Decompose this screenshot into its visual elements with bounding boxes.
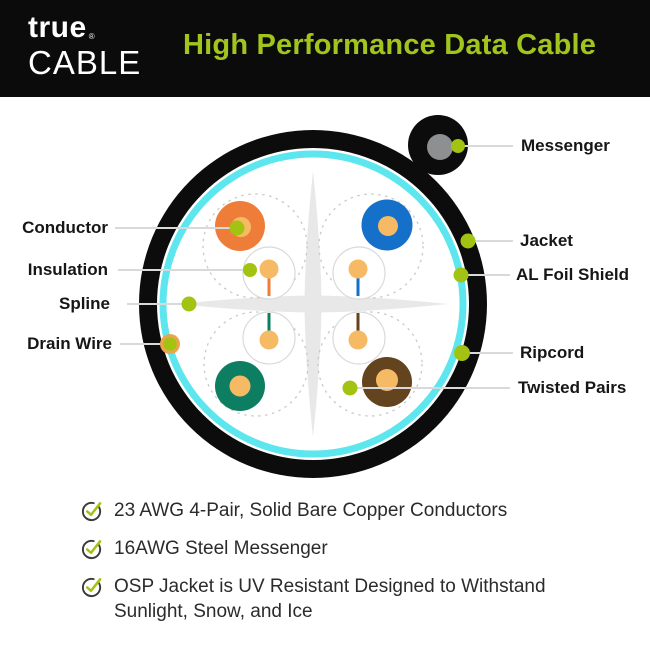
callout-dots [160, 139, 476, 396]
ripcord-dot [454, 345, 470, 361]
feature-item: 23 AWG 4-Pair, Solid Bare Copper Conduct… [80, 498, 580, 523]
registered-trademark-icon: ® [88, 32, 96, 41]
drain-wire-dot [160, 334, 180, 354]
checkmark-icon [81, 539, 102, 559]
messenger-circle [408, 115, 468, 175]
truecable-logo: true® CABLE [28, 11, 142, 81]
feature-item: OSP Jacket is UV Resistant Designed to W… [80, 574, 580, 624]
label-spline: Spline [58, 294, 110, 313]
feature-text: 23 AWG 4-Pair, Solid Bare Copper Conduct… [114, 500, 508, 521]
conductor-dot [229, 220, 245, 236]
pair-guide-circles [202, 193, 424, 417]
feature-list: 23 AWG 4-Pair, Solid Bare Copper Conduct… [80, 498, 580, 637]
insulation-dot [243, 263, 257, 277]
logo-word-cable: CABLE [28, 44, 142, 81]
label-drain-wire: Drain Wire [27, 334, 112, 353]
label-messenger: Messenger [521, 136, 610, 155]
label-twisted-pairs: Twisted Pairs [518, 378, 627, 397]
label-insulation: Insulation [27, 260, 108, 279]
checkmark-icon [81, 577, 102, 597]
label-conductor: Conductor [22, 218, 108, 237]
mate-wires [259, 259, 368, 350]
feature-text: 16AWG Steel Messenger [114, 538, 328, 559]
pair-brown-conductor [362, 357, 412, 407]
spline-cross [178, 171, 448, 437]
al-foil-dot [453, 267, 469, 283]
label-ripcord: Ripcord [520, 343, 585, 362]
logo-word-true: true® [28, 11, 96, 44]
spline-dot [181, 296, 197, 312]
pair-green-conductor [215, 361, 265, 411]
feature-text: OSP Jacket is UV Resistant Designed to W… [114, 576, 546, 622]
feature-item: 16AWG Steel Messenger [80, 536, 580, 561]
label-al-foil-shield: AL Foil Shield [516, 265, 630, 284]
callout-lines [115, 145, 513, 389]
label-jacket: Jacket [520, 231, 573, 250]
twisted-pairs-dot [342, 380, 358, 396]
header-banner: true® CABLE High Performance Data Cable [0, 0, 650, 97]
pair-blue-conductor [361, 199, 413, 251]
page-title: High Performance Data Cable [183, 29, 597, 61]
checkmark-icon [81, 501, 102, 521]
jacket-dot [460, 233, 476, 249]
messenger-dot [451, 139, 465, 153]
